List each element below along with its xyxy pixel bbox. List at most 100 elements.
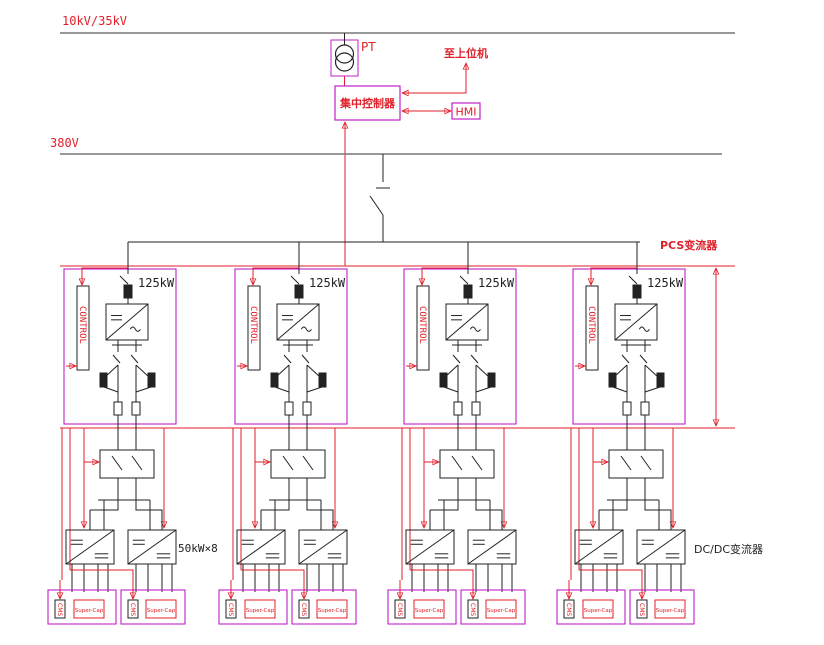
central-controller-box: [334, 85, 401, 121]
ac-fuse: [632, 284, 642, 299]
cms-label: CMS: [396, 603, 403, 616]
cms-box: [298, 599, 310, 619]
dc-switch-box: [608, 449, 664, 479]
pcs-power-label: 125kW: [138, 276, 175, 290]
ac-fuse: [294, 284, 304, 299]
cms-box: [563, 599, 575, 619]
pcs-power-label: 125kW: [309, 276, 346, 290]
storage-group-box: [120, 589, 186, 625]
storage-group-box: [218, 589, 288, 625]
cms-box: [636, 599, 648, 619]
storage-group-box: [291, 589, 357, 625]
cms-box: [394, 599, 406, 619]
dc-fuse-right: [302, 401, 312, 416]
ac-fuse: [463, 284, 473, 299]
cms-label: CMS: [300, 603, 307, 616]
dcdc-converter-left: [574, 529, 624, 565]
storage-group-box: [47, 589, 117, 625]
supercap-box: [485, 599, 517, 619]
supercap-box: [413, 599, 445, 619]
contactor-left: [270, 372, 279, 388]
supercap-label: Super-Cap: [656, 608, 685, 614]
pcs-converter: [614, 303, 658, 341]
ac-fuse: [123, 284, 133, 299]
pcs-box: [403, 268, 517, 425]
pcs-box: [63, 268, 177, 425]
dcdc-power-label: 50kW×8: [178, 542, 218, 555]
storage-group-right: CMS Super-Cap: [410, 569, 526, 625]
dc-fuse-left: [113, 401, 123, 416]
cms-box: [225, 599, 237, 619]
control-bar: [416, 285, 430, 371]
control-bar: [247, 285, 261, 371]
pcs-units: CONTROL 125kW CMS Super-Cap CMS Super-Cap 50kW…: [47, 242, 695, 625]
storage-group-box: [387, 589, 457, 625]
dc-switch-box: [99, 449, 155, 479]
control-bar: [76, 285, 90, 371]
cms-label: CMS: [469, 603, 476, 616]
pcs-unit: CONTROL 125kW CMS Super-Cap CMS Super-Cap: [387, 242, 526, 625]
dcdc-converter-left: [236, 529, 286, 565]
supercap-label: Super-Cap: [415, 608, 444, 614]
contactor-right: [487, 372, 496, 388]
cms-label: CMS: [565, 603, 572, 616]
pcs-label: PCS变流器: [660, 238, 718, 252]
cms-label: CMS: [227, 603, 234, 616]
storage-group-box: [629, 589, 695, 625]
dcdc-label: DC/DC变流器: [694, 542, 763, 556]
cms-label: CMS: [638, 603, 645, 616]
dcdc-converter-left: [405, 529, 455, 565]
supercap-box: [244, 599, 276, 619]
supercap-label: Super-Cap: [318, 608, 347, 614]
dcdc-converter-right: [467, 529, 517, 565]
supercap-label: Super-Cap: [147, 608, 176, 614]
pt-label: PT: [361, 40, 376, 54]
contactor-right: [318, 372, 327, 388]
control-label: CONTROL: [77, 306, 87, 344]
contactor-left: [99, 372, 108, 388]
cms-box: [127, 599, 139, 619]
storage-group-left: CMS Super-Cap: [387, 580, 457, 625]
dc-fuse-left: [284, 401, 294, 416]
contactor-left: [439, 372, 448, 388]
control-label: CONTROL: [417, 306, 427, 344]
supercap-label: Super-Cap: [487, 608, 516, 614]
supercap-box: [582, 599, 614, 619]
cms-label: CMS: [129, 603, 136, 616]
storage-group-box: [556, 589, 626, 625]
dc-switch-box: [270, 449, 326, 479]
storage-group-left: CMS Super-Cap: [556, 580, 626, 625]
pcs-converter: [445, 303, 489, 341]
lv-bus-label: 380V: [50, 136, 79, 150]
storage-group-right: CMS Super-Cap: [579, 569, 695, 625]
control-label: CONTROL: [586, 306, 596, 344]
cms-box: [467, 599, 479, 619]
pt-transformer: [330, 33, 359, 86]
storage-group-right: CMS Super-Cap: [70, 569, 186, 625]
dcdc-converter-left: [65, 529, 115, 565]
supercap-box: [316, 599, 348, 619]
pcs-power-label: 125kW: [478, 276, 515, 290]
cms-label: CMS: [56, 603, 63, 616]
dc-fuse-left: [453, 401, 463, 416]
upper-computer-link: [402, 63, 466, 93]
upper-computer-label: 至上位机: [444, 46, 488, 60]
contactor-right: [147, 372, 156, 388]
dcdc-converter-right: [298, 529, 348, 565]
dcdc-converter-right: [127, 529, 177, 565]
contactor-left: [608, 372, 617, 388]
pcs-converter: [276, 303, 320, 341]
main-breaker: [369, 154, 390, 242]
dcdc-converter-right: [636, 529, 686, 565]
cms-box: [54, 599, 66, 619]
supercap-label: Super-Cap: [584, 608, 613, 614]
hv-bus-label: 10kV/35kV: [62, 14, 127, 28]
supercap-box: [73, 599, 105, 619]
dc-switch-box: [439, 449, 495, 479]
control-bar: [585, 285, 599, 371]
